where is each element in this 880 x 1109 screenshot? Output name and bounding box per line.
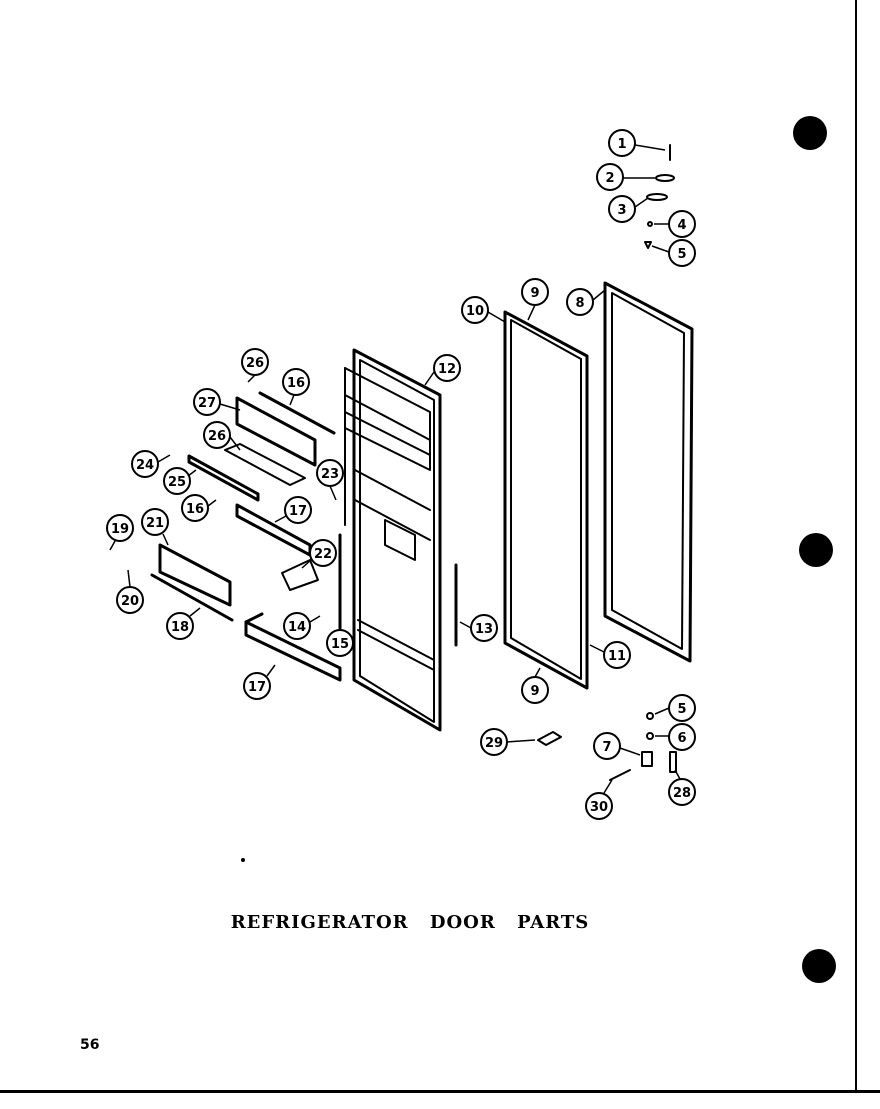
stray-dot	[241, 858, 245, 862]
callout-label: 30	[590, 800, 608, 815]
callout-label: 26	[208, 429, 226, 444]
binder-hole-bottom	[802, 949, 836, 983]
callout-6	[668, 723, 696, 751]
callout-3	[608, 195, 636, 223]
callout-26b	[203, 421, 231, 449]
callout-label: 14	[288, 620, 306, 635]
callout-label: 17	[289, 504, 307, 519]
callout-label: 20	[121, 594, 139, 609]
callout-labels: 1 2 3 4 5 8 9 10 12 11 9 13 26 16 27 26 …	[111, 137, 691, 815]
callout-11	[603, 641, 631, 669]
callout-label: 21	[146, 516, 164, 531]
callout-label: 3	[617, 203, 626, 218]
callout-label: 25	[168, 475, 186, 490]
callout-25	[163, 467, 191, 495]
page-border-right	[855, 0, 857, 1090]
callout-label: 26	[246, 356, 264, 371]
callout-label: 12	[438, 362, 456, 377]
callout-12	[433, 354, 461, 382]
door-gasket-outer	[603, 281, 694, 663]
door-liner-panel	[344, 348, 442, 732]
page-number: 56	[80, 1037, 100, 1053]
callout-24	[131, 450, 159, 478]
callout-label: 7	[602, 740, 611, 755]
callout-label: 1	[617, 137, 626, 152]
callout-21	[141, 508, 169, 536]
callout-16a	[282, 368, 310, 396]
callout-label: 9	[530, 286, 539, 301]
leader-lines	[109, 144, 681, 794]
callout-label: 5	[677, 247, 686, 262]
callout-28	[668, 778, 696, 806]
callout-16b	[181, 494, 209, 522]
callout-label: 15	[331, 637, 349, 652]
callout-1	[608, 129, 636, 157]
callout-27	[193, 388, 221, 416]
callout-label: 24	[136, 458, 154, 473]
callout-label: 5	[677, 702, 686, 717]
callout-label: 9	[530, 684, 539, 699]
callout-label: 23	[321, 467, 339, 482]
callout-label: 6	[677, 731, 686, 746]
callout-label: 8	[575, 296, 584, 311]
callout-label: 10	[466, 304, 484, 319]
page-border-bottom	[0, 1090, 880, 1093]
breaker-strip-frame	[503, 310, 589, 690]
door-shelves	[150, 391, 458, 682]
callout-17b	[243, 672, 271, 700]
callout-label: 22	[314, 547, 332, 562]
binder-hole-middle	[799, 533, 833, 567]
callout-label: 19	[111, 522, 129, 537]
callout-label: 16	[287, 376, 305, 391]
callout-19	[106, 514, 134, 542]
callout-22	[309, 539, 337, 567]
callout-label: 17	[248, 680, 266, 695]
binder-hole-top	[793, 116, 827, 150]
callout-label: 13	[475, 622, 493, 637]
callout-10	[461, 296, 489, 324]
diagram-title: REFRIGERATOR DOOR PARTS	[230, 912, 590, 933]
callout-label: 28	[673, 786, 691, 801]
callout-label: 4	[677, 218, 686, 233]
top-hinge-parts	[644, 144, 675, 249]
callout-18	[166, 612, 194, 640]
callout-label: 27	[198, 396, 216, 411]
callout-label: 18	[171, 620, 189, 635]
callouts	[106, 129, 696, 820]
callout-label: 16	[186, 502, 204, 517]
callout-2	[596, 163, 624, 191]
bottom-hinge-parts	[537, 712, 677, 781]
callout-8	[566, 288, 594, 316]
callout-label: 11	[608, 649, 626, 664]
callout-17a	[284, 496, 312, 524]
callout-30	[585, 792, 613, 820]
callout-label: 29	[485, 736, 503, 751]
callout-7	[593, 732, 621, 760]
callout-label: 2	[605, 171, 614, 186]
callout-14	[283, 612, 311, 640]
callout-5a	[668, 239, 696, 267]
